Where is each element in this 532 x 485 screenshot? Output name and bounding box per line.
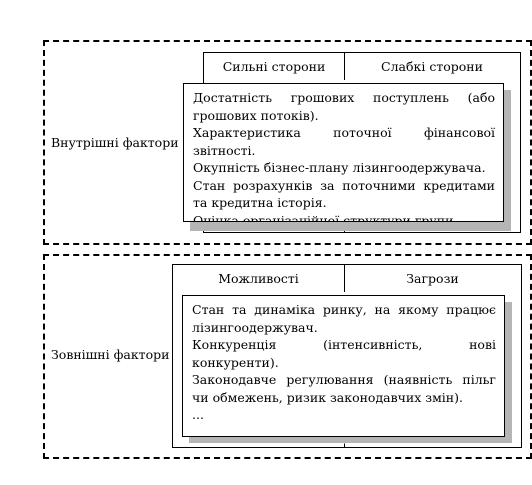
external-column-divider	[344, 265, 345, 292]
external-factor-item: ...	[192, 407, 204, 422]
external-factors-frame	[43, 254, 532, 459]
internal-factors-frame	[43, 40, 532, 245]
opportunities-header: Можливості	[218, 271, 299, 286]
internal-factors-label: Внутрішні фактори	[51, 135, 179, 150]
internal-factors-card: Достатність грошових поступлень (або гро…	[183, 83, 504, 222]
external-factor-item: Законодавче регулювання (наявність пільг…	[192, 372, 496, 405]
internal-factor-item: Стан розрахунків за поточними кредитами …	[193, 177, 495, 211]
internal-factor-item: Окупність бізнес-плану лізингоодержувача…	[193, 160, 486, 175]
internal-factor-item: Характеристика поточної фінансової звітн…	[193, 125, 495, 158]
external-factors-label: Зовнішні фактори	[51, 347, 170, 362]
external-factor-item: Стан та динаміка ринку, на якому працює …	[192, 302, 496, 335]
threats-header: Загрози	[406, 271, 459, 286]
strengths-header: Сильні сторони	[222, 59, 326, 74]
internal-factor-item: Достатність грошових поступлень (або гро…	[193, 90, 495, 123]
internal-factor-item: Оцінка організаційної структури групи.	[193, 212, 458, 222]
internal-column-divider	[344, 53, 345, 80]
external-factor-item: Конкуренція (інтенсивність, нові конкуре…	[192, 337, 496, 370]
weaknesses-header: Слабкі сторони	[381, 59, 483, 74]
external-factors-card: Стан та динаміка ринку, на якому працює …	[182, 295, 505, 437]
